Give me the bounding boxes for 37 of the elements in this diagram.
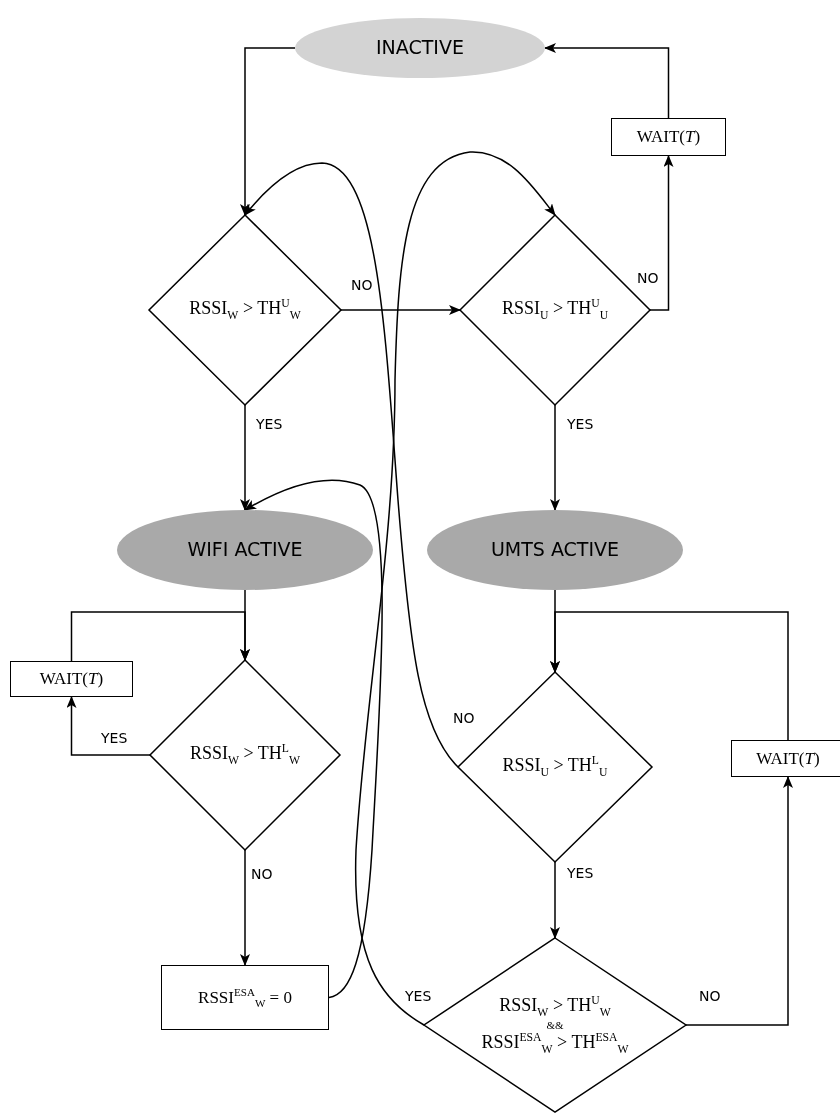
- arrow: [550, 611, 789, 741]
- arrow: [550, 404, 560, 511]
- process-text: WAIT(T): [636, 127, 701, 147]
- state-label: WIFI ACTIVE: [187, 539, 303, 561]
- arrow: [240, 404, 250, 511]
- process-box: [10, 661, 133, 697]
- arrow: [649, 155, 674, 311]
- edge-label: NO: [452, 710, 476, 726]
- state-label: UMTS ACTIVE: [490, 539, 620, 561]
- arrow: [550, 861, 560, 939]
- state-label: INACTIVE: [376, 37, 464, 59]
- edge-label: NO: [350, 277, 374, 293]
- arrow: [244, 479, 383, 999]
- arrow: [340, 305, 461, 315]
- process-box: [731, 740, 840, 777]
- arrow: [685, 776, 793, 1026]
- edge-label: NO: [250, 866, 274, 882]
- edge-label: NO: [636, 270, 660, 286]
- arrow: [354, 151, 556, 1026]
- edge-label: YES: [255, 416, 284, 432]
- process-box: [611, 118, 726, 156]
- arrow: [240, 47, 296, 216]
- edge-label: NO: [698, 988, 722, 1004]
- process-text: WAIT(T): [756, 748, 820, 769]
- process-box: [161, 965, 329, 1030]
- process-text: WAIT(T): [39, 669, 104, 689]
- edge-label: YES: [100, 730, 129, 746]
- condition-text: &&: [546, 1018, 564, 1032]
- edge-label: YES: [566, 416, 595, 432]
- arrow: [544, 43, 670, 119]
- process-text: RSSI$^{ESA}$$_{W}$ = 0: [198, 985, 292, 1010]
- edge-label: YES: [566, 865, 595, 881]
- arrow: [70, 611, 250, 662]
- arrow: [244, 162, 459, 768]
- arrow: [66, 696, 151, 756]
- arrow: [240, 849, 250, 966]
- edge-label: YES: [404, 988, 433, 1004]
